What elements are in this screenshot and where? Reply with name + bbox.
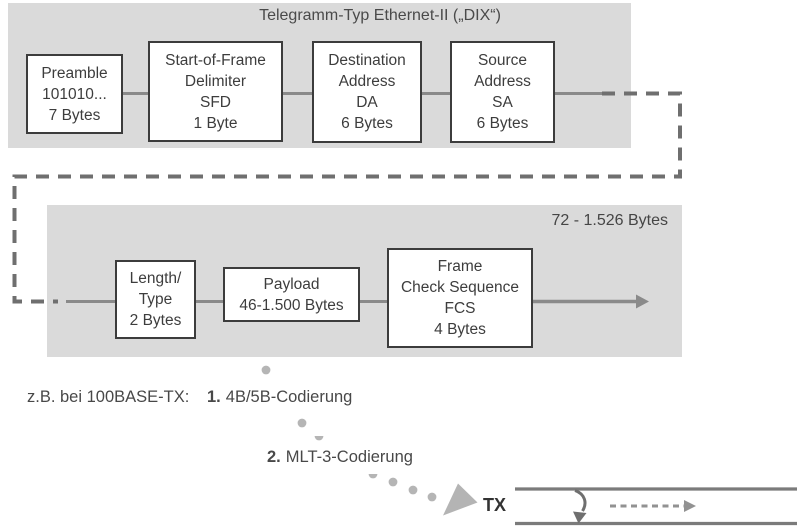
box-line: Address: [474, 73, 531, 90]
fcs-box: Frame Check Sequence FCS 4 Bytes: [387, 248, 533, 348]
fcs-output-arrow: [533, 294, 649, 309]
box-line: 2 Bytes: [129, 312, 182, 329]
box-line: 6 Bytes: [476, 115, 529, 132]
box-line: Preamble: [41, 64, 108, 82]
length-type-box: Length/ Type 2 Bytes: [115, 260, 196, 339]
box-line: FCS: [444, 300, 476, 317]
dashed-flow-line: [12, 91, 682, 304]
tx-label: TX: [483, 495, 507, 515]
box-line: 7 Bytes: [48, 106, 101, 124]
box-line: Address: [338, 73, 396, 90]
box-line: SA: [492, 94, 513, 111]
example-label: z.B. bei 100BASE-TX:: [27, 388, 190, 406]
box-line: Destination: [328, 52, 406, 69]
box-line: DA: [356, 94, 378, 111]
cable-signal-arrow: [610, 500, 696, 512]
step2-number: 2.: [267, 448, 281, 466]
box-line: 1 Byte: [193, 114, 238, 132]
step2-text: MLT-3-Codierung: [285, 448, 413, 466]
destination-address-box: Destination Address DA 6 Bytes: [312, 41, 422, 143]
box-line: Frame: [437, 258, 483, 275]
box-line: Type: [138, 291, 173, 308]
step1-text: 4B/5B-Codierung: [225, 388, 353, 406]
sfd-box: Start-of-Frame Delimiter SFD 1 Byte: [148, 41, 283, 142]
dot-trail: [261, 365, 437, 502]
box-line: Payload: [263, 275, 320, 293]
box-line: Delimiter: [184, 72, 247, 90]
cable-lines: [515, 487, 797, 526]
box-line: Start-of-Frame: [165, 51, 266, 69]
payload-box: Payload 46-1.500 Bytes: [223, 267, 360, 322]
preamble-box: Preamble 101010... 7 Bytes: [26, 54, 123, 134]
box-line: 101010...: [42, 85, 107, 103]
cable-entry-arrow: [573, 489, 587, 524]
step1-label: 1.4B/5B-Codierung: [207, 388, 352, 407]
box-line: Source: [477, 52, 528, 69]
frame-size-label: 72 - 1.526 Bytes: [551, 212, 668, 229]
box-line: Check Sequence: [400, 279, 520, 296]
tx-triangle-icon: [443, 483, 478, 516]
step1-number: 1.: [207, 388, 221, 406]
source-address-box: Source Address SA 6 Bytes: [450, 41, 555, 143]
box-line: 46-1.500 Bytes: [239, 296, 344, 314]
step2-label: 2.MLT-3-Codierung: [267, 448, 413, 467]
box-line: Length/: [129, 270, 182, 287]
box-line: 6 Bytes: [341, 115, 393, 132]
box-line: 4 Bytes: [434, 321, 486, 338]
diagram-title: Telegramm-Typ Ethernet-II („DIX“): [259, 7, 501, 24]
box-line: SFD: [200, 93, 231, 111]
